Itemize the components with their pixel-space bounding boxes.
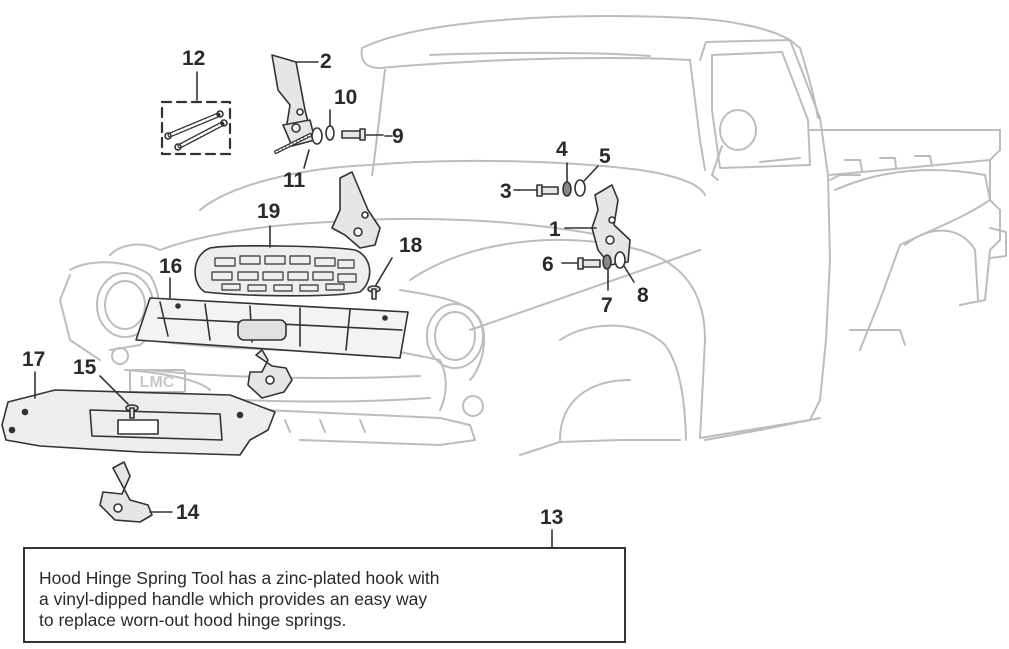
callout-1: 1 xyxy=(549,218,561,241)
callout-10: 10 xyxy=(334,86,358,109)
part-1-hood-hinge-right xyxy=(564,184,631,266)
part-18-screw xyxy=(367,257,393,300)
callout-16: 16 xyxy=(159,255,183,278)
part-19-hood-ornament-panel xyxy=(194,225,371,297)
leader-lines xyxy=(196,71,520,191)
callout-14: 14 xyxy=(176,501,200,524)
callout-13: 13 xyxy=(540,506,564,529)
callout-11: 11 xyxy=(283,169,306,192)
callout-15: 15 xyxy=(73,356,97,379)
callout-8: 8 xyxy=(637,284,649,307)
hood-latch-assembly-installed xyxy=(247,349,293,399)
part-11-washer xyxy=(303,127,323,169)
caption-line-1: Hood Hinge Spring Tool has a zinc-plated… xyxy=(39,568,440,588)
part-15-screw xyxy=(99,375,139,419)
part-4-lock-washer xyxy=(562,162,572,197)
spring-tool-caption-box: Hood Hinge Spring Tool has a zinc-plated… xyxy=(23,547,626,643)
callout-5: 5 xyxy=(599,145,611,168)
part-17-lower-panel xyxy=(1,371,276,456)
callout-6: 6 xyxy=(542,253,554,276)
part-3-bolt xyxy=(517,184,559,197)
callout-12: 12 xyxy=(182,47,206,70)
part-7-lock-washer xyxy=(602,254,612,291)
part-10-washer xyxy=(325,109,335,141)
caption-line-3: to replace worn-out hood hinge springs. xyxy=(39,610,347,630)
callout-3: 3 xyxy=(500,180,512,203)
license-plate: LMC xyxy=(129,369,186,393)
callout-18: 18 xyxy=(399,234,423,257)
part-6-bolt xyxy=(561,257,601,270)
hood-hinge-right-installed xyxy=(331,171,381,249)
truck-outline xyxy=(59,15,1007,456)
callout-7: 7 xyxy=(601,294,613,317)
part-2-hood-hinge-left xyxy=(271,54,319,154)
part-12-hinge-springs xyxy=(160,100,232,156)
part-14-hood-latch xyxy=(99,461,173,523)
caption-text: Hood Hinge Spring Tool has a zinc-plated… xyxy=(39,568,509,631)
plate-text: LMC xyxy=(140,374,175,391)
part-5-flat-washer xyxy=(574,165,599,197)
caption-line-2: a vinyl-dipped handle which provides an … xyxy=(39,589,428,609)
part-9-bolt xyxy=(341,128,384,141)
callout-17: 17 xyxy=(22,348,46,371)
callout-9: 9 xyxy=(392,125,404,148)
part-8-flat-washer xyxy=(614,251,635,283)
callout-19: 19 xyxy=(257,200,281,223)
callout-2: 2 xyxy=(320,50,332,73)
part-16-grille-upper-bar xyxy=(135,277,409,359)
callout-4: 4 xyxy=(556,138,568,161)
